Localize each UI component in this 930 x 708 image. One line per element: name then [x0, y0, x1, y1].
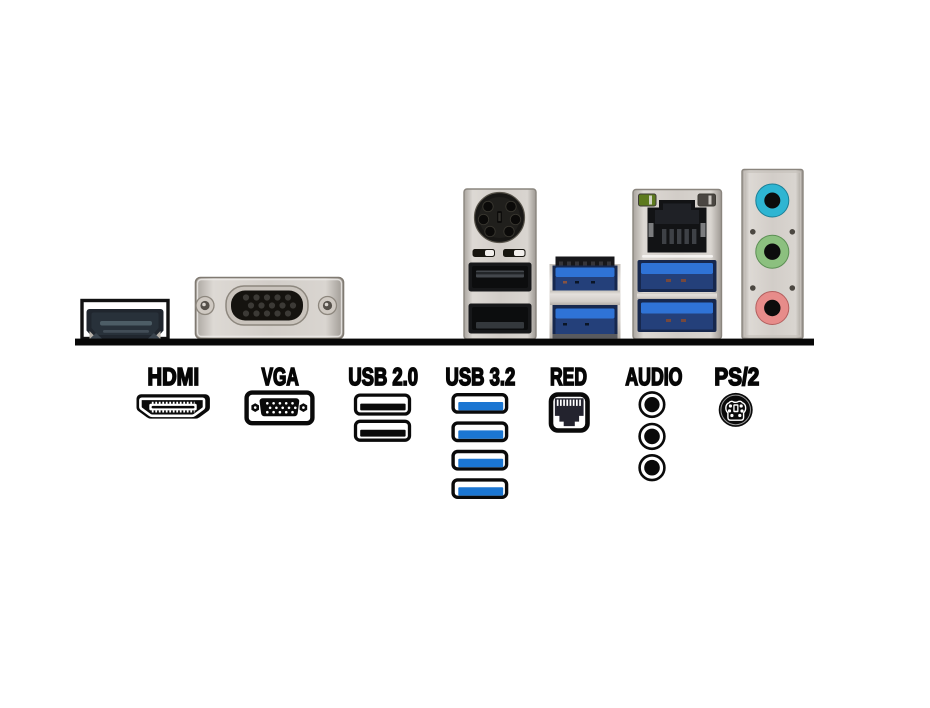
svg-text:VGA: VGA	[262, 364, 299, 391]
svg-text:HDMI: HDMI	[148, 364, 200, 391]
svg-text:USB 2.0: USB 2.0	[348, 364, 418, 391]
svg-text:RED: RED	[550, 364, 587, 391]
svg-text:PS/2: PS/2	[714, 364, 759, 391]
svg-text:USB 3.2: USB 3.2	[446, 364, 516, 391]
svg-text:AUDIO: AUDIO	[625, 364, 682, 391]
